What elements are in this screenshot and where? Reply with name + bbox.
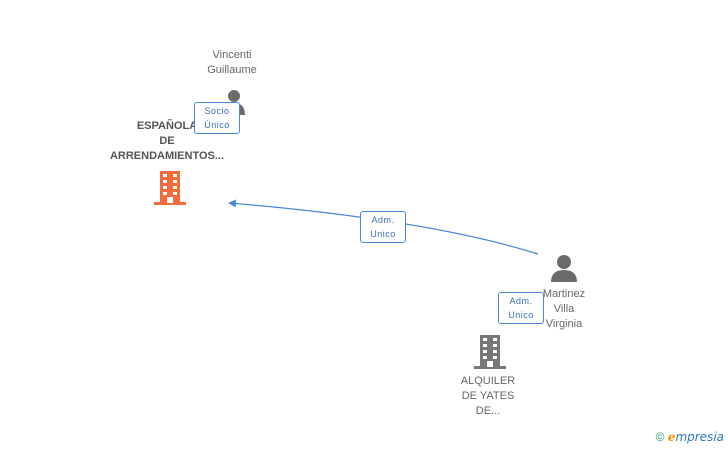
person-martinez-label[interactable]: Martinez Villa Virginia	[524, 287, 604, 332]
brand-first-letter: e	[667, 430, 676, 444]
edge-label-line: Unico	[370, 229, 396, 239]
company-name-line: DE	[159, 135, 175, 147]
company-name-line: ESPAÑOLA	[136, 120, 198, 132]
person-name-line: Villa	[553, 303, 575, 315]
company-name-line: DE YATES	[461, 390, 515, 402]
person-name-line: Guillaume	[207, 64, 257, 76]
edge-label-line: Adm.	[509, 296, 533, 306]
company-espanola-label[interactable]: ESPAÑOLA DE ARRENDAMIENTOS...	[96, 119, 238, 164]
company-name-line: DE...	[475, 405, 501, 417]
copyright-icon: ©	[655, 430, 665, 444]
person-name-line: Virginia	[545, 318, 583, 330]
edge-martinez-to-espanola	[228, 199, 539, 255]
brand-rest: mpresia	[675, 430, 724, 444]
company-name-line: ALQUILER	[460, 375, 516, 387]
edge-label-socio-unico[interactable]: Socio Único	[194, 102, 240, 134]
edge-label-line: Adm.	[371, 215, 395, 225]
edge-label-adm-unico[interactable]: Adm. Unico	[498, 292, 544, 324]
building-icon[interactable]	[154, 171, 186, 205]
edge-label-line: Unico	[508, 310, 534, 320]
person-name-line: Vincenti	[212, 49, 252, 61]
building-icon[interactable]	[474, 335, 506, 369]
edge-label-line: Único	[204, 120, 230, 130]
person-name-line: Martinez	[542, 288, 586, 300]
person-vincenti-label[interactable]: Vincenti Guillaume	[180, 48, 284, 78]
edge-label-adm-unico[interactable]: Adm. Unico	[360, 211, 406, 243]
person-icon[interactable]	[550, 254, 578, 282]
company-name-line: ARRENDAMIENTOS...	[109, 150, 225, 162]
empresia-watermark: © empresia	[656, 430, 724, 444]
edge-label-line: Socio	[204, 106, 230, 116]
company-alquiler-label[interactable]: ALQUILER DE YATES DE...	[440, 374, 536, 419]
